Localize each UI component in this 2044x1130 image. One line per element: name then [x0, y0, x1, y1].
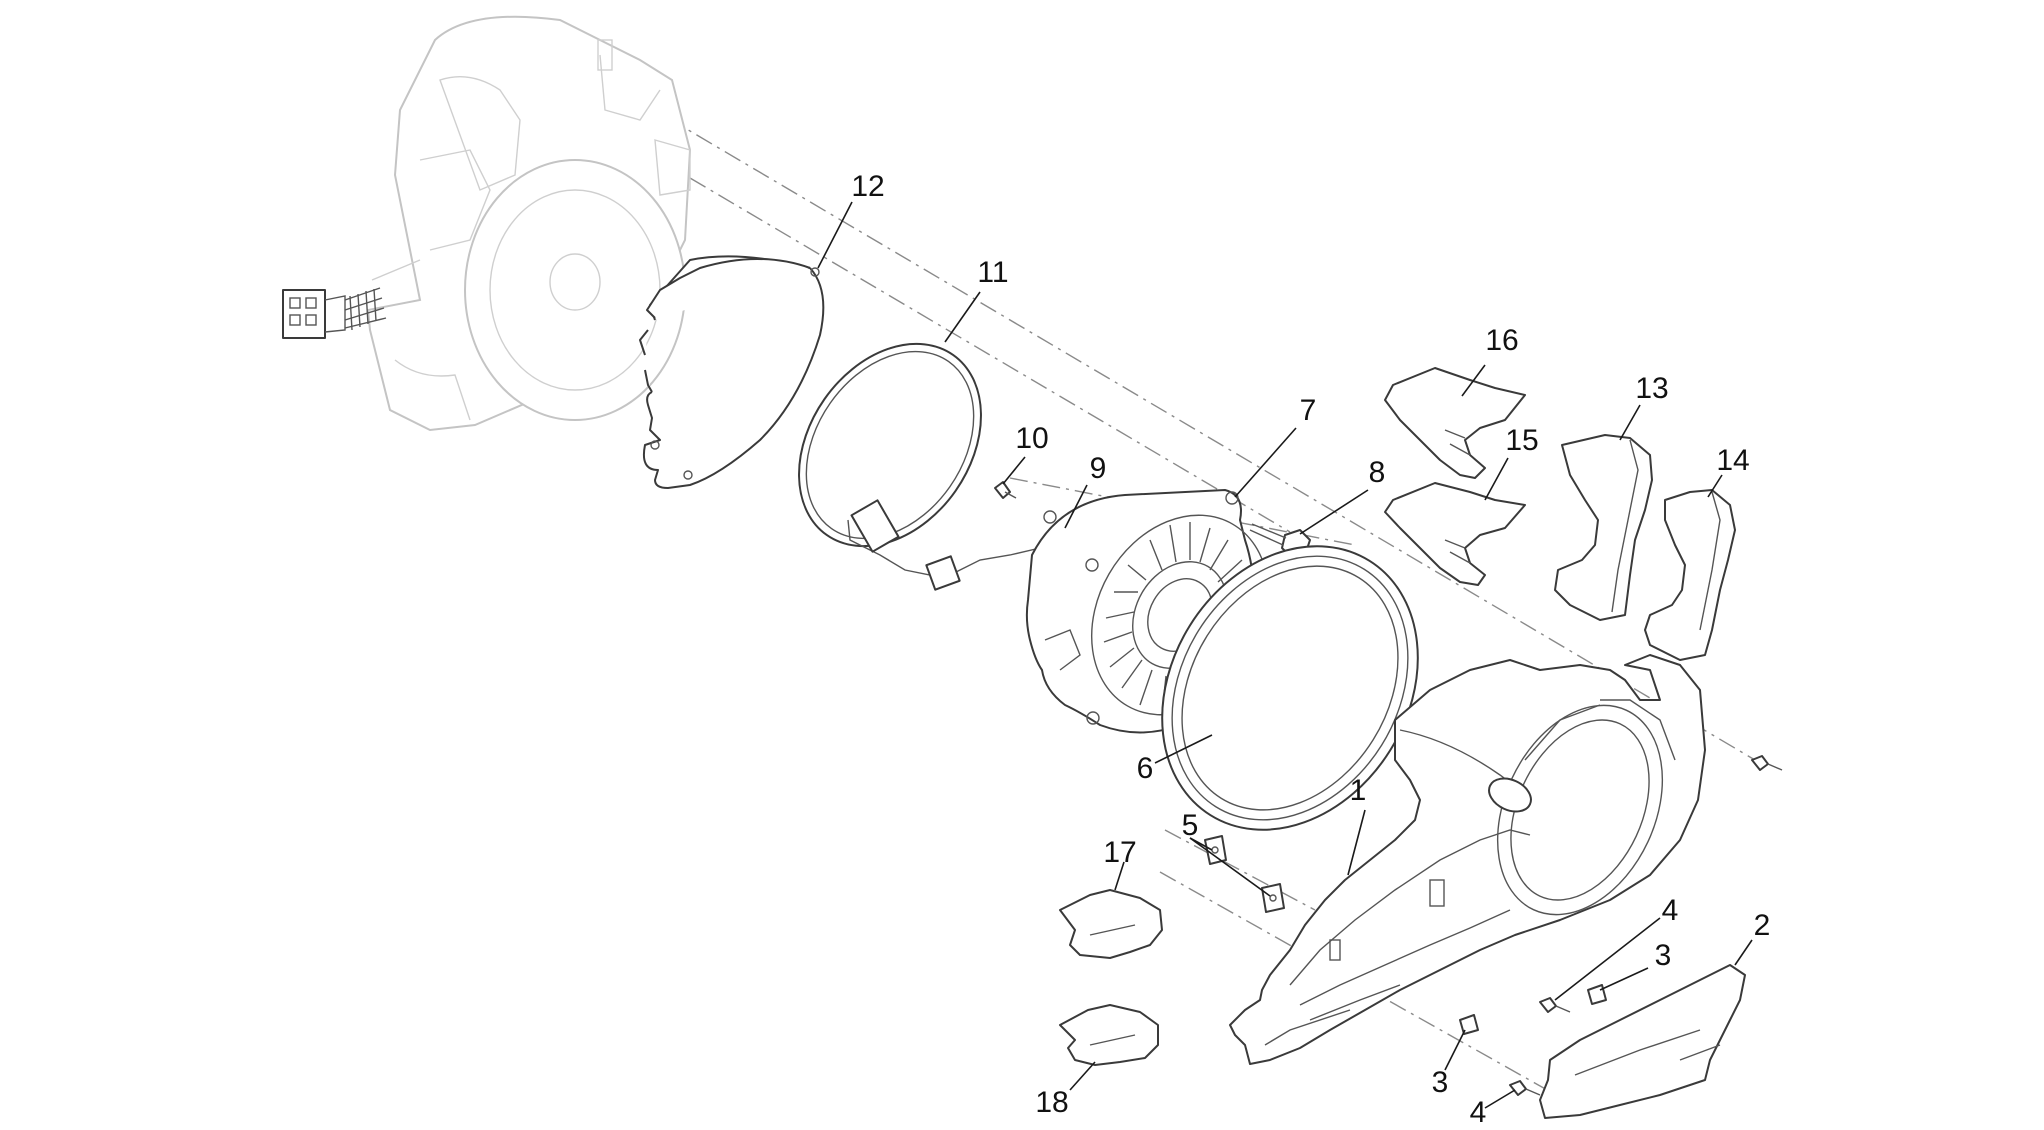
callout-10: 10 — [1015, 422, 1048, 455]
part-13-duct-cover — [1554, 434, 1653, 621]
leader-lines — [817, 201, 1753, 1109]
part-10-screw — [994, 481, 1017, 499]
part-1-transmission-cover — [1229, 654, 1706, 1065]
callout-13: 13 — [1635, 372, 1668, 405]
callout-9: 9 — [1090, 452, 1107, 485]
callout-16: 16 — [1485, 324, 1518, 357]
callout-6: 6 — [1137, 752, 1154, 785]
part-5-clips — [1204, 835, 1285, 913]
callout-4-bottom: 4 — [1470, 1096, 1487, 1129]
engine-block — [282, 15, 692, 432]
part-12-gasket — [639, 255, 825, 489]
callout-15: 15 — [1505, 424, 1538, 457]
callout-12: 12 — [851, 170, 884, 203]
callout-17: 17 — [1103, 836, 1136, 869]
callout-8: 8 — [1369, 456, 1386, 489]
callout-labels: 1 2 3 3 4 4 5 6 7 8 9 10 11 12 13 14 15 … — [851, 170, 1770, 1129]
part-6-ring-seal — [1161, 545, 1419, 831]
callout-5: 5 — [1182, 809, 1199, 842]
part-16-air-duct-piece — [1384, 367, 1526, 479]
part-17-trim-piece — [1059, 889, 1163, 959]
part-2-cover-trim — [1539, 964, 1746, 1119]
callout-3-bottom: 3 — [1432, 1066, 1449, 1099]
part-14-duct-cover — [1644, 489, 1736, 661]
callout-18: 18 — [1035, 1086, 1068, 1119]
callout-14: 14 — [1716, 444, 1749, 477]
callout-11: 11 — [977, 256, 1008, 289]
callout-3-right: 3 — [1655, 939, 1672, 972]
callout-4-right: 4 — [1662, 894, 1679, 927]
part-15-air-duct-piece — [1384, 482, 1526, 586]
callout-2: 2 — [1754, 909, 1771, 942]
callout-7: 7 — [1300, 394, 1317, 427]
callout-1: 1 — [1350, 774, 1367, 807]
part-11-stator-coil — [798, 342, 1061, 591]
part-18-trim-piece — [1059, 1004, 1159, 1066]
